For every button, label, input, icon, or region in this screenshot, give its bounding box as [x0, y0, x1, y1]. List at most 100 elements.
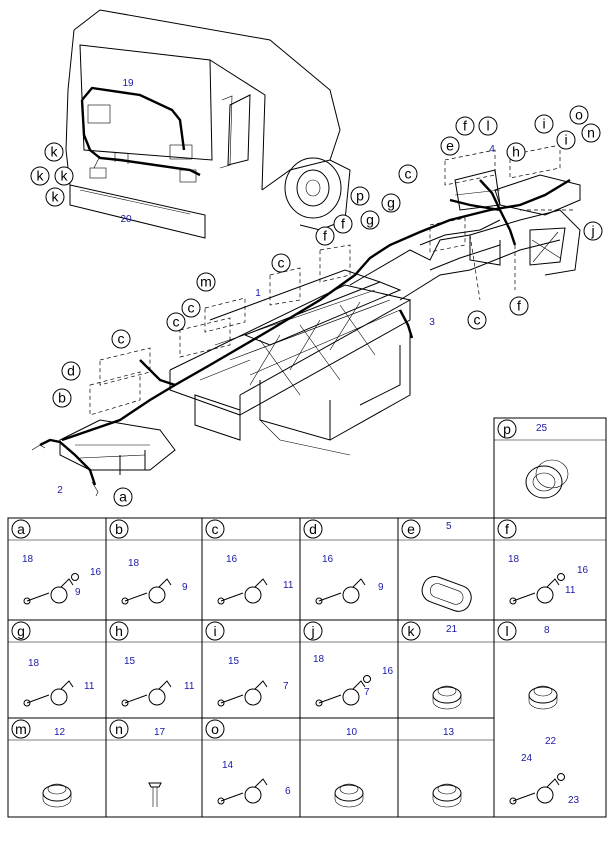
cell-tag-o: o	[205, 719, 225, 739]
callout-letter: m	[200, 274, 212, 290]
part-number: 9	[182, 582, 188, 593]
cell-letter: f	[505, 521, 509, 537]
cell-tag-g: g	[11, 621, 31, 641]
callout-g: g	[381, 193, 401, 213]
part-number: 10	[346, 727, 358, 738]
cell-letter: b	[115, 521, 123, 537]
part-number: 11	[565, 585, 576, 596]
callout-j: j	[583, 221, 603, 241]
cell-tag-c: c	[205, 519, 225, 539]
callout-letter: c	[173, 314, 180, 330]
callout-number: 1	[255, 288, 261, 299]
cell-letter: k	[408, 623, 416, 639]
callout-letter: h	[512, 144, 520, 160]
callout-p: p	[350, 186, 370, 206]
callout-letter: k	[51, 144, 59, 160]
part-number: 6	[285, 786, 291, 797]
part-number: 9	[378, 582, 384, 593]
part-number: 11	[283, 580, 294, 591]
callout-letter: c	[405, 166, 412, 182]
callout-letter: c	[188, 300, 195, 316]
cell-tag-n: n	[109, 719, 129, 739]
callout-f: f	[315, 226, 335, 246]
part-number: 7	[364, 687, 370, 698]
cell-letter: p	[503, 421, 511, 437]
part-number: 5	[446, 521, 452, 532]
callout-f: f	[333, 214, 353, 234]
part-number: 8	[544, 625, 550, 636]
callout-c: c	[181, 298, 201, 318]
cell-tag-l: l	[497, 621, 517, 641]
cell-tag-h: h	[109, 621, 129, 641]
chassis-frame-illustration	[31, 144, 581, 497]
cell-tag-f: f	[497, 519, 517, 539]
part-number: 22	[545, 736, 557, 747]
part-number: 11	[84, 681, 95, 692]
part-number: 18	[22, 554, 34, 565]
callout-h: h	[506, 142, 526, 162]
cell-tag-d: d	[303, 519, 323, 539]
callout-letter: c	[118, 331, 125, 347]
cell-tag-k: k	[401, 621, 421, 641]
cell-letter: m	[15, 721, 27, 737]
callout-k: k	[45, 187, 65, 207]
part-number: 16	[226, 554, 238, 565]
callout-g: g	[360, 210, 380, 230]
part-number: 18	[28, 658, 40, 669]
part-number: 11	[184, 681, 195, 692]
callout-b: b	[52, 388, 72, 408]
callout-letter: j	[590, 223, 594, 239]
part-number: 16	[577, 565, 589, 576]
callout-k: k	[30, 166, 50, 186]
parts-grid	[7, 417, 607, 818]
callout-letter: d	[67, 363, 75, 379]
callout-l: l	[478, 116, 498, 136]
part-number: 18	[313, 654, 325, 665]
cell-letter: a	[17, 521, 25, 537]
callout-number: 3	[429, 317, 435, 328]
callout-m: m	[196, 272, 216, 292]
callout-letter: i	[542, 116, 545, 132]
callout-c: c	[166, 312, 186, 332]
part-number: 18	[128, 558, 140, 569]
callout-number: 4	[489, 144, 495, 155]
callout-o: o	[569, 105, 589, 125]
callout-f: f	[455, 116, 475, 136]
cell-letter: o	[211, 721, 219, 737]
callout-f: f	[509, 296, 529, 316]
part-number: 12	[54, 727, 66, 738]
callout-letter: g	[387, 195, 395, 211]
part-number: 15	[124, 656, 136, 667]
part-number: 24	[521, 753, 533, 764]
callout-c: c	[467, 310, 487, 330]
part-drawings	[23, 459, 569, 808]
callout-letter: o	[575, 107, 583, 123]
callout-c: c	[271, 253, 291, 273]
part-number: 16	[90, 567, 102, 578]
cell-letter: e	[407, 521, 415, 537]
part-number: 7	[283, 681, 289, 692]
cell-tag-i: i	[205, 621, 225, 641]
part-number: 16	[322, 554, 334, 565]
callout-letter: g	[366, 212, 374, 228]
cell-letter: l	[505, 623, 508, 639]
callout-letter: c	[278, 255, 285, 271]
callout-letter: f	[463, 118, 467, 134]
cell-letter: c	[212, 521, 219, 537]
callout-letter: e	[446, 138, 454, 154]
callout-c: c	[398, 164, 418, 184]
callout-i: i	[534, 114, 554, 134]
cell-letter: i	[213, 623, 216, 639]
callout-e: e	[440, 136, 460, 156]
callout-letter: p	[356, 188, 364, 204]
callout-letter: k	[37, 168, 45, 184]
callout-number: 19	[122, 78, 134, 89]
callout-letter: i	[564, 132, 567, 148]
callout-c: c	[111, 329, 131, 349]
cell-tag-j: j	[303, 621, 323, 641]
cell-letter: j	[310, 623, 314, 639]
callout-k: k	[44, 142, 64, 162]
cell-letter: g	[17, 623, 25, 639]
